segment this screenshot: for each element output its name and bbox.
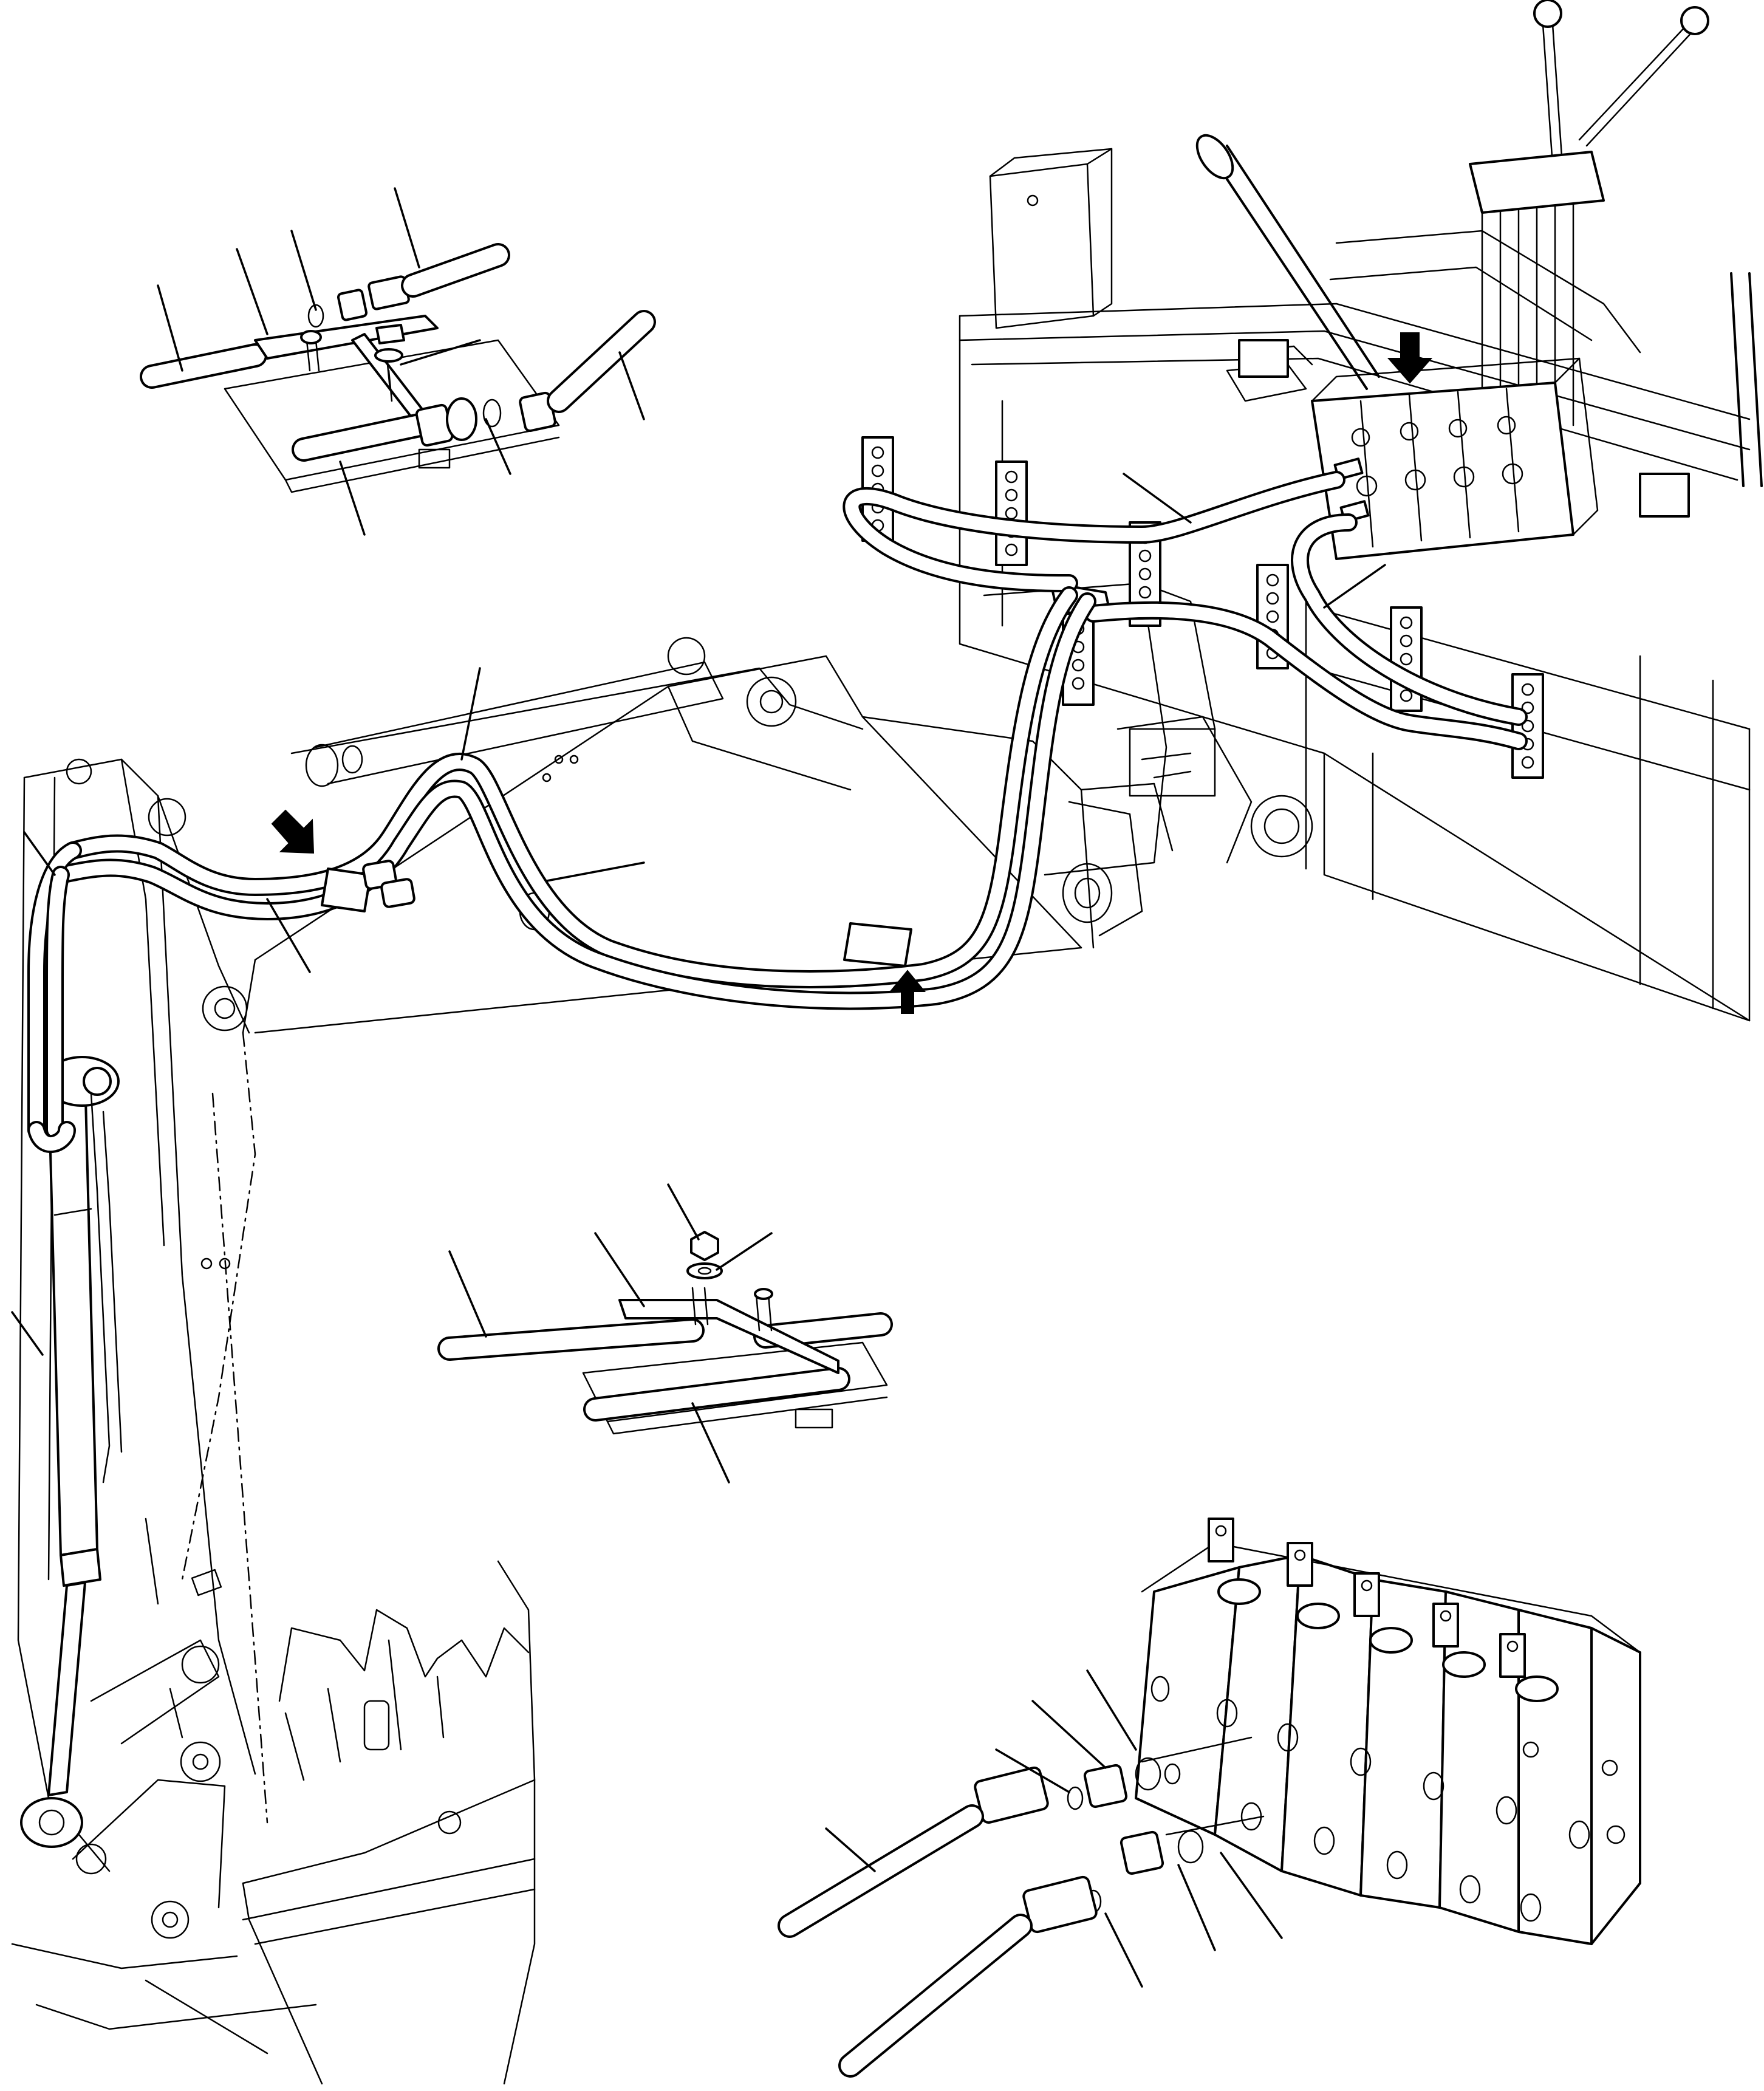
detail-hose-connector-plate [140,243,656,493]
arrow-marker-valve [1387,332,1433,384]
detail-hose-clamp [437,1231,893,1435]
bucket [11,1560,536,2085]
detail-control-valve-fittings [778,1518,1641,2078]
arrow-marker-boom-bottom [889,970,926,1014]
callout-leaders [11,187,1386,1988]
arrow-marker-boom-left [271,809,315,854]
arm-cylinder [20,1056,123,1848]
machine-frame [959,148,1751,1022]
main-hoses [27,471,1528,1153]
control-levers [1195,0,1763,518]
control-valve-top [1311,357,1599,560]
